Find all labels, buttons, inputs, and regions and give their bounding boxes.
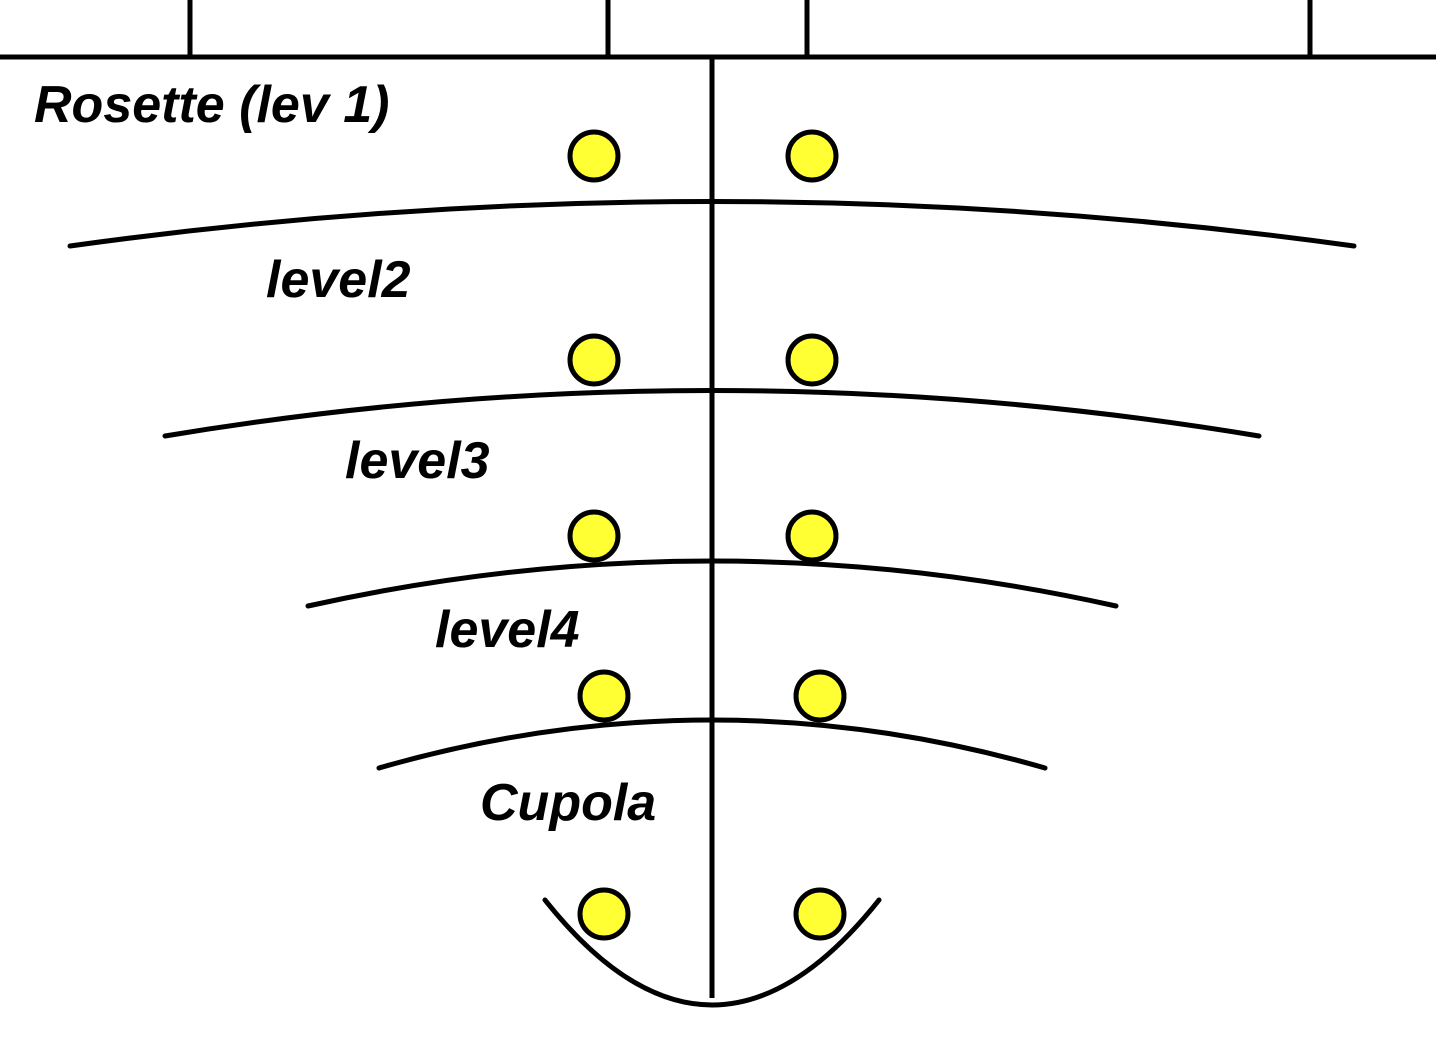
label-level2: level2 [266, 251, 411, 309]
arc-level-2 [162, 388, 1262, 439]
level-arcs [67, 199, 1357, 1008]
yellow-circle-icon [793, 887, 847, 941]
label-level4: level4 [435, 601, 580, 659]
arc-level-1 [67, 199, 1357, 249]
label-rosette: Rosette (lev 1) [34, 76, 389, 134]
yellow-circle-icon [567, 129, 621, 183]
label-cupola: Cupola [480, 774, 656, 832]
arc-cupola [542, 897, 882, 1008]
label-level3: level3 [345, 432, 490, 490]
yellow-circle-icon [567, 509, 621, 563]
nodes [567, 129, 847, 941]
top-frame [0, 0, 1436, 60]
yellow-circle-icon [577, 887, 631, 941]
yellow-circle-icon [785, 333, 839, 387]
yellow-circle-icon [793, 669, 847, 723]
yellow-circle-icon [785, 129, 839, 183]
arc-level-3 [305, 558, 1119, 609]
yellow-circle-icon [577, 669, 631, 723]
arc-level-4 [376, 717, 1048, 771]
yellow-circle-icon [785, 509, 839, 563]
yellow-circle-icon [567, 333, 621, 387]
